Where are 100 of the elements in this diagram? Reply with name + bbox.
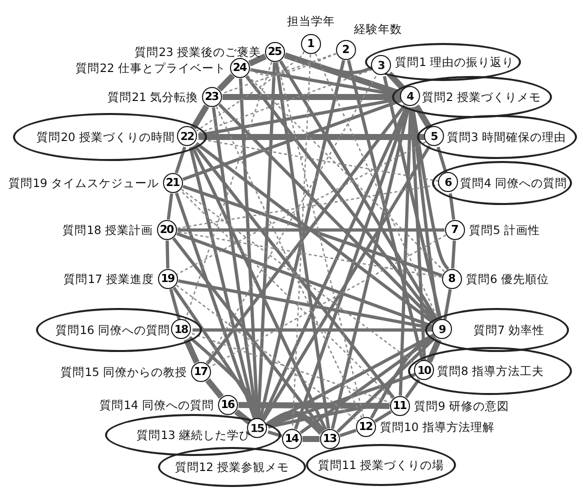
number-circle: 14 (282, 428, 302, 448)
dashed-link-line (177, 231, 442, 278)
dashed-link-line (216, 106, 362, 418)
link-line (256, 62, 276, 419)
link-line (268, 430, 282, 438)
link-line (336, 336, 437, 433)
link-line (451, 240, 456, 269)
number-circle: 1 (300, 34, 320, 54)
dashed-link-line (246, 74, 446, 272)
dashed-link-line (192, 332, 390, 404)
question-label: 質問7 効率性 (474, 322, 544, 338)
link-line (346, 60, 424, 362)
question-label: 質問3 時間確保の理由 (447, 130, 566, 144)
number-circle: 7 (444, 220, 464, 240)
question-label: 質問9 研修の意図 (414, 399, 509, 413)
dashed-link-line (206, 74, 378, 364)
link-line (404, 378, 420, 398)
number-circle: 17 (190, 362, 210, 382)
highlight-ellipse (392, 76, 552, 118)
highlight-ellipse (417, 115, 577, 159)
link-line (222, 94, 400, 100)
number-circle: 24 (230, 58, 250, 78)
link-line (260, 106, 408, 420)
question-label: 質問22 仕事とプライベート (76, 61, 226, 75)
link-line (258, 60, 346, 420)
number-circle: 8 (442, 268, 462, 288)
link-line (166, 240, 170, 269)
link-line (172, 237, 325, 432)
question-label: 質問23 授業後のご褒美 (134, 45, 261, 59)
question-label: 質問20 授業づくりの時間 (36, 130, 175, 144)
dashed-link-line (198, 138, 439, 182)
number-circle: 11 (390, 396, 410, 416)
number-circle: 19 (158, 268, 178, 288)
number-circle: 2 (336, 40, 356, 60)
link-line (294, 106, 410, 430)
number-circle: 22 (177, 126, 197, 146)
link-line (382, 76, 442, 320)
dashed-link-line (210, 234, 446, 368)
link-line (398, 107, 412, 396)
link-line (192, 328, 432, 332)
link-line (411, 107, 450, 270)
link-line (198, 134, 424, 140)
link-line (217, 73, 235, 92)
link-line (234, 409, 252, 425)
dashed-link-line (198, 69, 372, 134)
number-circle: 3 (371, 55, 391, 75)
link-line (218, 103, 437, 324)
link-line (206, 104, 406, 365)
number-circle: 4 (400, 86, 420, 106)
link-line (448, 193, 456, 220)
dashed-link-line (292, 54, 312, 429)
link-line (410, 107, 426, 361)
number-circle: 13 (320, 428, 340, 448)
highlight-ellipse (13, 113, 207, 161)
number-circle: 5 (424, 126, 444, 146)
link-line (182, 99, 402, 181)
link-line (262, 145, 431, 421)
dashed-link-line (176, 141, 426, 275)
number-circle: 25 (264, 42, 284, 62)
number-circle: 6 (438, 172, 458, 192)
dashed-link-line (176, 284, 358, 422)
link-line (436, 146, 448, 174)
link-line (198, 97, 401, 137)
link-line (205, 378, 224, 399)
link-line (374, 410, 392, 423)
number-circle: 21 (162, 172, 182, 192)
dashed-link-line (181, 188, 417, 366)
link-line (174, 146, 186, 174)
question-label: 質問6 優先順位 (466, 272, 549, 286)
link-line (330, 106, 410, 430)
question-label: 質問21 気分転換 (108, 90, 198, 104)
link-line (174, 192, 256, 420)
question-label: 質問16 同僚への質問 (56, 322, 170, 338)
link-line (182, 184, 443, 278)
link-line (193, 144, 395, 399)
link-line (169, 288, 181, 320)
link-line (300, 334, 436, 434)
number-circle: 20 (156, 220, 176, 240)
question-label: 質問12 授業参観メモ (174, 460, 290, 474)
link-line (386, 72, 406, 92)
question-label: 質問18 授業計画 (62, 223, 153, 237)
number-circle: 18 (171, 319, 191, 339)
question-label: 担当学年 (287, 14, 335, 28)
question-label: 質問10 指導方法理解 (380, 420, 494, 434)
question-label: 質問2 授業づくりメモ (422, 90, 541, 104)
link-line (184, 338, 200, 364)
link-line (302, 436, 320, 442)
highlight-ellipse (432, 161, 572, 205)
question-label: 質問4 同僚への質問 (460, 176, 567, 190)
link-line (370, 334, 436, 419)
link-line (178, 279, 433, 330)
number-circle: 10 (414, 360, 434, 380)
link-line (274, 62, 330, 429)
dashed-link-line (184, 62, 272, 320)
highlight-ellipse (408, 347, 572, 395)
number-circle: 9 (432, 319, 452, 339)
question-label: 質問15 同僚からの教授 (60, 365, 187, 379)
question-label: 質問1 理由の振り返り (395, 54, 514, 70)
number-circle: 16 (218, 394, 238, 414)
question-label: 質問11 授業づくりの場 (318, 458, 444, 472)
